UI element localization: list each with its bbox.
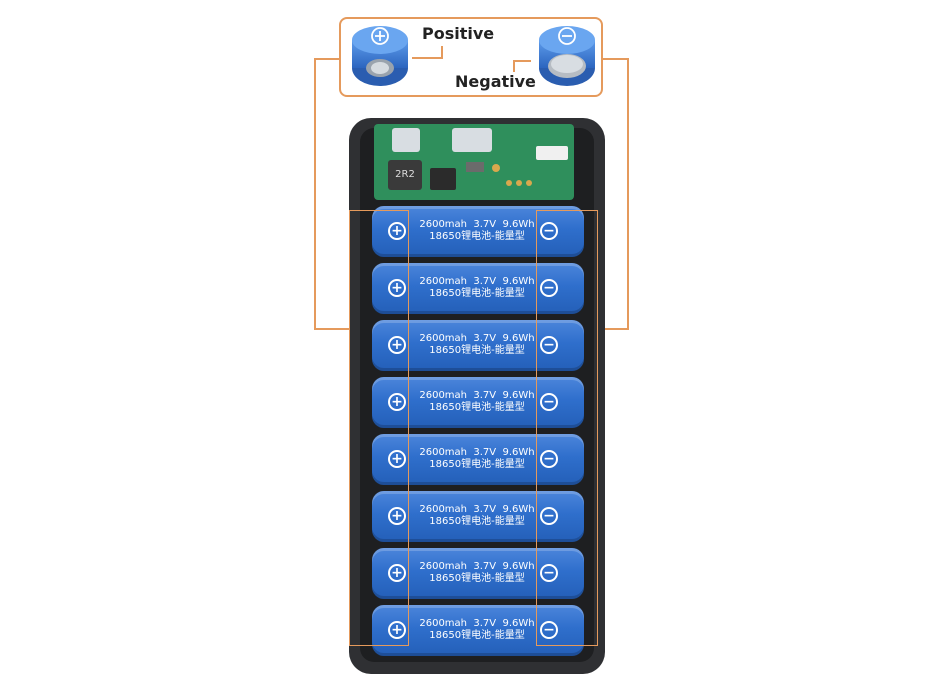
- cell-model: 18650锂电池-能量型: [429, 573, 525, 584]
- minus-icon: −: [540, 507, 558, 525]
- cell-spec: 2600mah 3.7V 9.6Wh: [419, 219, 535, 230]
- component-icon: [526, 180, 532, 186]
- cell-model: 18650锂电池-能量型: [429, 459, 525, 470]
- ic-chip-icon: [430, 168, 456, 190]
- negative-label: Negative: [455, 72, 536, 91]
- cell-model: 18650锂电池-能量型: [429, 516, 525, 527]
- minus-icon: −: [540, 336, 558, 354]
- component-icon: [466, 162, 484, 172]
- minus-icon: −: [540, 393, 558, 411]
- plus-icon: +: [388, 621, 406, 639]
- negative-terminal-icon: [539, 26, 595, 86]
- negative-terminal-highlight: [536, 210, 598, 646]
- negative-connector-line: [513, 60, 515, 72]
- positive-connector-line: [412, 57, 442, 59]
- cell-model: 18650锂电池-能量型: [429, 288, 525, 299]
- cell-spec: 2600mah 3.7V 9.6Wh: [419, 390, 535, 401]
- component-icon: [516, 180, 522, 186]
- negative-leader-line: [627, 58, 629, 330]
- cell-spec: 2600mah 3.7V 9.6Wh: [419, 447, 535, 458]
- positive-terminal-highlight: [349, 210, 409, 646]
- cell-model: 18650锂电池-能量型: [429, 231, 525, 242]
- positive-label: Positive: [422, 24, 495, 43]
- minus-icon: −: [540, 279, 558, 297]
- minus-icon: −: [540, 222, 558, 240]
- cell-spec: 2600mah 3.7V 9.6Wh: [419, 333, 535, 344]
- minus-icon: −: [540, 564, 558, 582]
- negative-leader-line: [601, 58, 629, 60]
- positive-connector-line: [441, 46, 443, 59]
- minus-icon: −: [540, 450, 558, 468]
- plus-icon: +: [388, 336, 406, 354]
- positive-terminal-icon: [352, 26, 408, 86]
- usb-port-icon: [392, 128, 420, 152]
- plus-icon: +: [388, 564, 406, 582]
- cell-spec: 2600mah 3.7V 9.6Wh: [419, 618, 535, 629]
- component-icon: [506, 180, 512, 186]
- inductor-chip: 2R2: [388, 160, 422, 190]
- connector-icon: [536, 146, 568, 160]
- plus-icon: +: [388, 222, 406, 240]
- minus-icon: −: [540, 621, 558, 639]
- plus-icon: +: [388, 507, 406, 525]
- plus-icon: +: [388, 393, 406, 411]
- circuit-board: 2R2: [374, 124, 574, 200]
- cell-spec: 2600mah 3.7V 9.6Wh: [419, 276, 535, 287]
- negative-connector-line: [513, 60, 531, 62]
- positive-leader-line: [314, 58, 341, 60]
- positive-leader-line: [314, 328, 350, 330]
- cell-spec: 2600mah 3.7V 9.6Wh: [419, 561, 535, 572]
- usb-port-icon: [452, 128, 492, 152]
- cell-model: 18650锂电池-能量型: [429, 345, 525, 356]
- plus-icon: +: [388, 450, 406, 468]
- cell-model: 18650锂电池-能量型: [429, 630, 525, 641]
- negative-leader-line: [598, 328, 629, 330]
- cell-model: 18650锂电池-能量型: [429, 402, 525, 413]
- component-icon: [492, 164, 500, 172]
- plus-icon: +: [388, 279, 406, 297]
- positive-leader-line: [314, 58, 316, 330]
- cell-spec: 2600mah 3.7V 9.6Wh: [419, 504, 535, 515]
